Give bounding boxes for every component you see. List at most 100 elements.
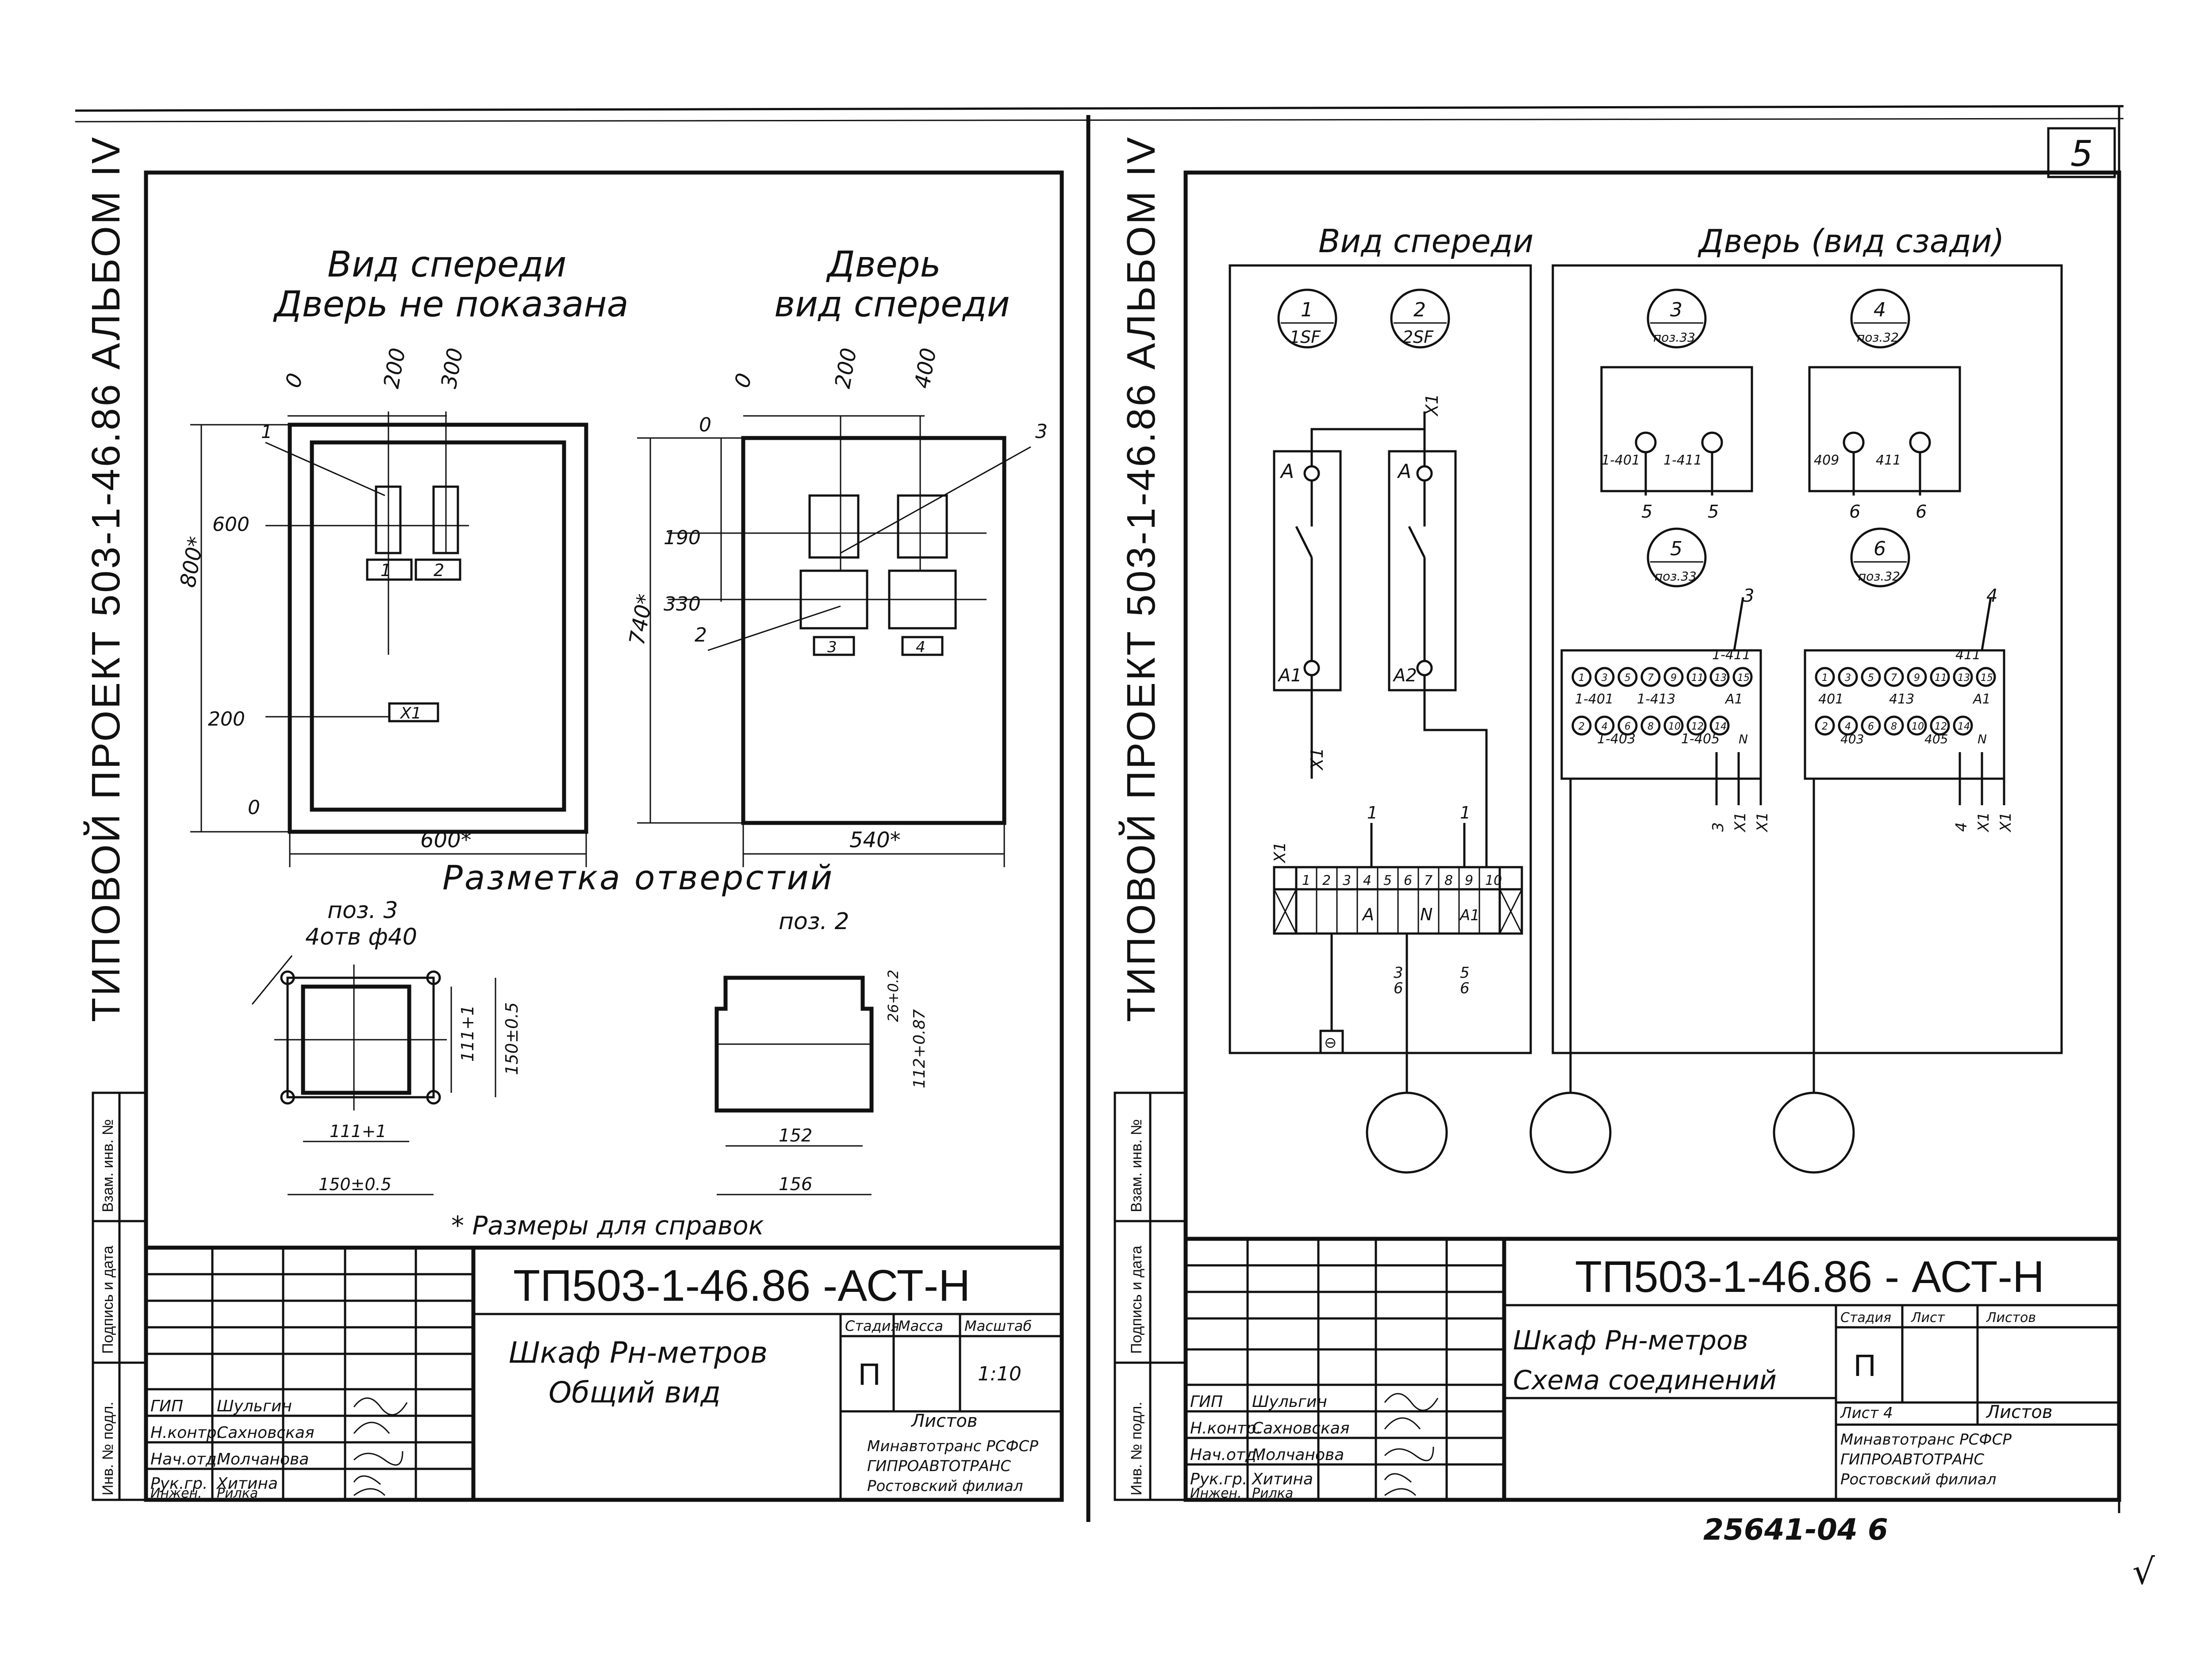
front-x1-label: X1 [399,704,422,722]
left-stamp-sheets: Листов [910,1411,977,1431]
terminal-cell-label: 2 [1322,873,1331,888]
front-dim-x0: 0 [280,370,308,391]
connector-pin-label: 2 [1578,721,1585,732]
page-number: 5 [2070,133,2093,174]
left-stamp-col-mass: Масса [898,1318,943,1334]
connector-pin-label: 14 [1714,721,1727,732]
left-name-1: Шульгин [217,1397,292,1415]
connector-pin-label: 15 [1737,672,1750,684]
pos2-dim-h112: 112+0.87 [910,1009,929,1088]
connector-pin [1884,667,1904,687]
circle3-sub: поз.33 [1653,330,1695,345]
tb-wire-top-1: 1 [1367,803,1378,822]
pos2-dim-w156: 156 [779,1174,812,1195]
connector-pin-label: 3 [1845,672,1851,684]
r-front-panel: 1 1SF 2 2SF A A A1 A2 X1 [1229,264,1532,1174]
conn2-c: 403 [1840,732,1864,746]
connector-pin [1884,715,1904,736]
tb-ground: ⊖ [1324,1034,1337,1051]
tb-wire-bot-4: 6 [1460,980,1470,997]
connector-pin-label: 12 [1691,721,1704,732]
pos3-dim-h150: 150±0.5 [502,1002,522,1075]
conn1-lead: 3 [1743,586,1754,606]
meter3-a: 1-401 [1601,453,1640,468]
connector-pin-label: 7 [1647,672,1654,684]
door-box4-label: 4 [916,638,926,656]
left-role-nkontr: Н.контр. [150,1424,222,1442]
left-stamp-name-2: Общий вид [549,1376,721,1410]
right-stamp-name-2: Схема соединений [1513,1365,1777,1396]
connector-pin-label: 1 [1822,672,1828,684]
meter-wire-6b: 6 [1916,502,1927,522]
connector-pin-label: 14 [1958,721,1970,732]
r-side-col-inv: Инв. № подл. [1128,1402,1145,1495]
side-col-inv: Инв. № подл. [100,1402,116,1495]
left-stamp-col-stage: Стадия [845,1318,899,1334]
right-stamp-col-sheets: Листов [1986,1310,2036,1326]
circle2-sub: 2SF [1402,327,1434,347]
front-dim-h800: 800* [176,534,209,589]
right-stamp-org-1: Минавтотранс РСФСР [1840,1431,2012,1449]
terminal-cell-label: 9 [1465,873,1473,888]
tb-x1-label: X1 [1271,842,1289,864]
connector-pin-label: 5 [1868,672,1874,684]
connector-pin [1838,715,1858,736]
right-role-gip: ГИП [1190,1393,1223,1411]
left-signatures [353,1397,408,1496]
tb-wire-top-2: 1 [1460,803,1471,822]
connector-pin-label: 8 [1891,721,1897,732]
right-stamp-col-sheet: Лист [1911,1310,1946,1326]
left-stamp-code: ТП503-1-46.86 -АСТ-Н [513,1261,970,1310]
conn1-lead-b1: 3 [1709,822,1727,832]
connector-pin [1953,715,1973,736]
conn1-a: 1-401 [1575,692,1613,707]
pos3-dim-h111: 111+1 [458,1005,477,1062]
pos2-dim-w152: 152 [779,1126,812,1146]
connector-pin-label: 12 [1935,721,1947,732]
bottom-note: 25641-04 6 [1703,1513,1888,1547]
front-dim-y200: 200 [208,708,245,730]
right-stamp-code: ТП503-1-46.86 - АСТ-Н [1575,1252,2044,1302]
circle1-sub: 1SF [1290,327,1321,347]
circle6-sub: поз.32 [1858,569,1900,584]
right-stamp-sheet: Лист 4 [1839,1404,1893,1422]
door-front-view: Дверь вид спереди 3 4 3 2 0 200 400 [625,244,1048,867]
left-role-inzh: Инжен. [150,1486,202,1501]
conn1-top: 1-411 [1712,647,1751,663]
left-title-block: ТП503-1-46.86 -АСТ-Н Шкаф Рн-метров Общи… [144,1245,1064,1502]
breaker1-a: A [1279,460,1294,483]
connector-pin [1953,667,1973,687]
breaker-x1-top: X1 [1422,394,1442,417]
side-col-replace: Взам. инв. № [100,1119,116,1212]
connector-pin-label: 8 [1647,721,1654,732]
door-dim-x200: 200 [830,346,862,390]
door-dim-h740: 740* [625,592,658,647]
connector-pin-label: 6 [1868,721,1874,732]
connector-pin-label: 5 [1624,672,1631,684]
connector-pin [1815,715,1835,736]
conn1-n: N [1739,732,1748,746]
connector-pin-label: 7 [1891,672,1897,684]
conn2-n: N [1978,732,1987,746]
tb-wire-bot-3: 5 [1460,964,1470,982]
front-box1-label: 1 [380,561,391,580]
door-dim-y330: 330 [664,593,701,615]
connector-pin-label: 2 [1822,721,1828,732]
tb-mark-n: N [1420,905,1432,924]
connector-pin-label: 11 [1691,672,1704,684]
door-item3-label: 3 [1035,420,1048,443]
right-role-nkontr: Н.контр. [1190,1419,1261,1437]
circle3-num: 3 [1670,299,1682,321]
door-view-title-2: вид спереди [774,284,1010,325]
connector-pin [1861,715,1881,736]
front-dim-y600: 600 [212,513,250,536]
conn2-a1: A1 [1972,692,1991,707]
side-col-sign: Подпись и дата [100,1245,116,1354]
door-dim-y190: 190 [664,526,701,549]
conn2-lead-b3: X1 [1997,812,2015,833]
door-dim-x0: 0 [730,370,757,391]
connector-pin [1907,715,1927,736]
